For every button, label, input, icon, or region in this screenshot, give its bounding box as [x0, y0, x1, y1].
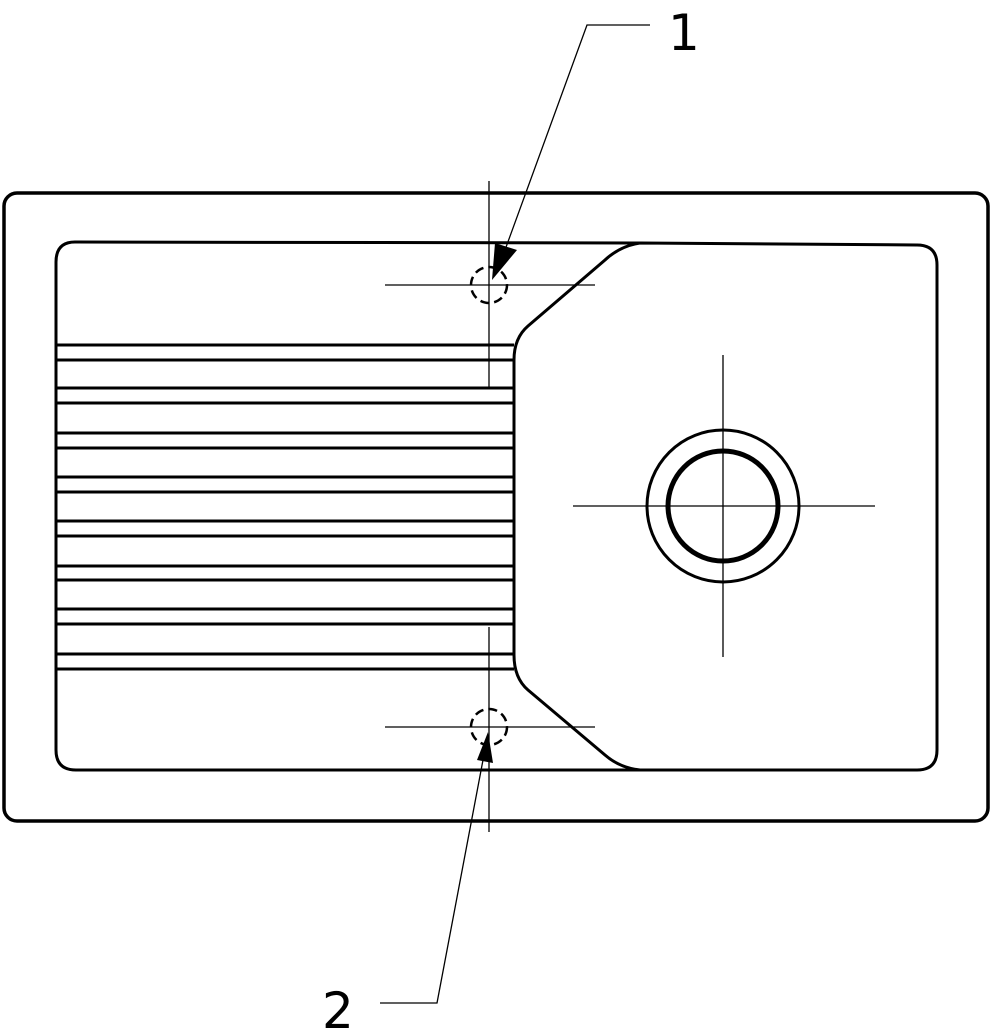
callout-2-leader	[380, 732, 493, 1004]
sink-outer-rim	[2, 191, 990, 823]
callout-label-1: 1	[668, 4, 700, 62]
callout-label-2: 2	[322, 982, 354, 1030]
sink-bowl	[512, 241, 939, 772]
drainboard-ribs	[56, 343, 514, 671]
callout-1-leader	[492, 24, 650, 280]
arrowhead-icon	[492, 243, 517, 280]
arrowhead-icon	[477, 732, 493, 763]
drainboard-outline	[54, 240, 641, 772]
